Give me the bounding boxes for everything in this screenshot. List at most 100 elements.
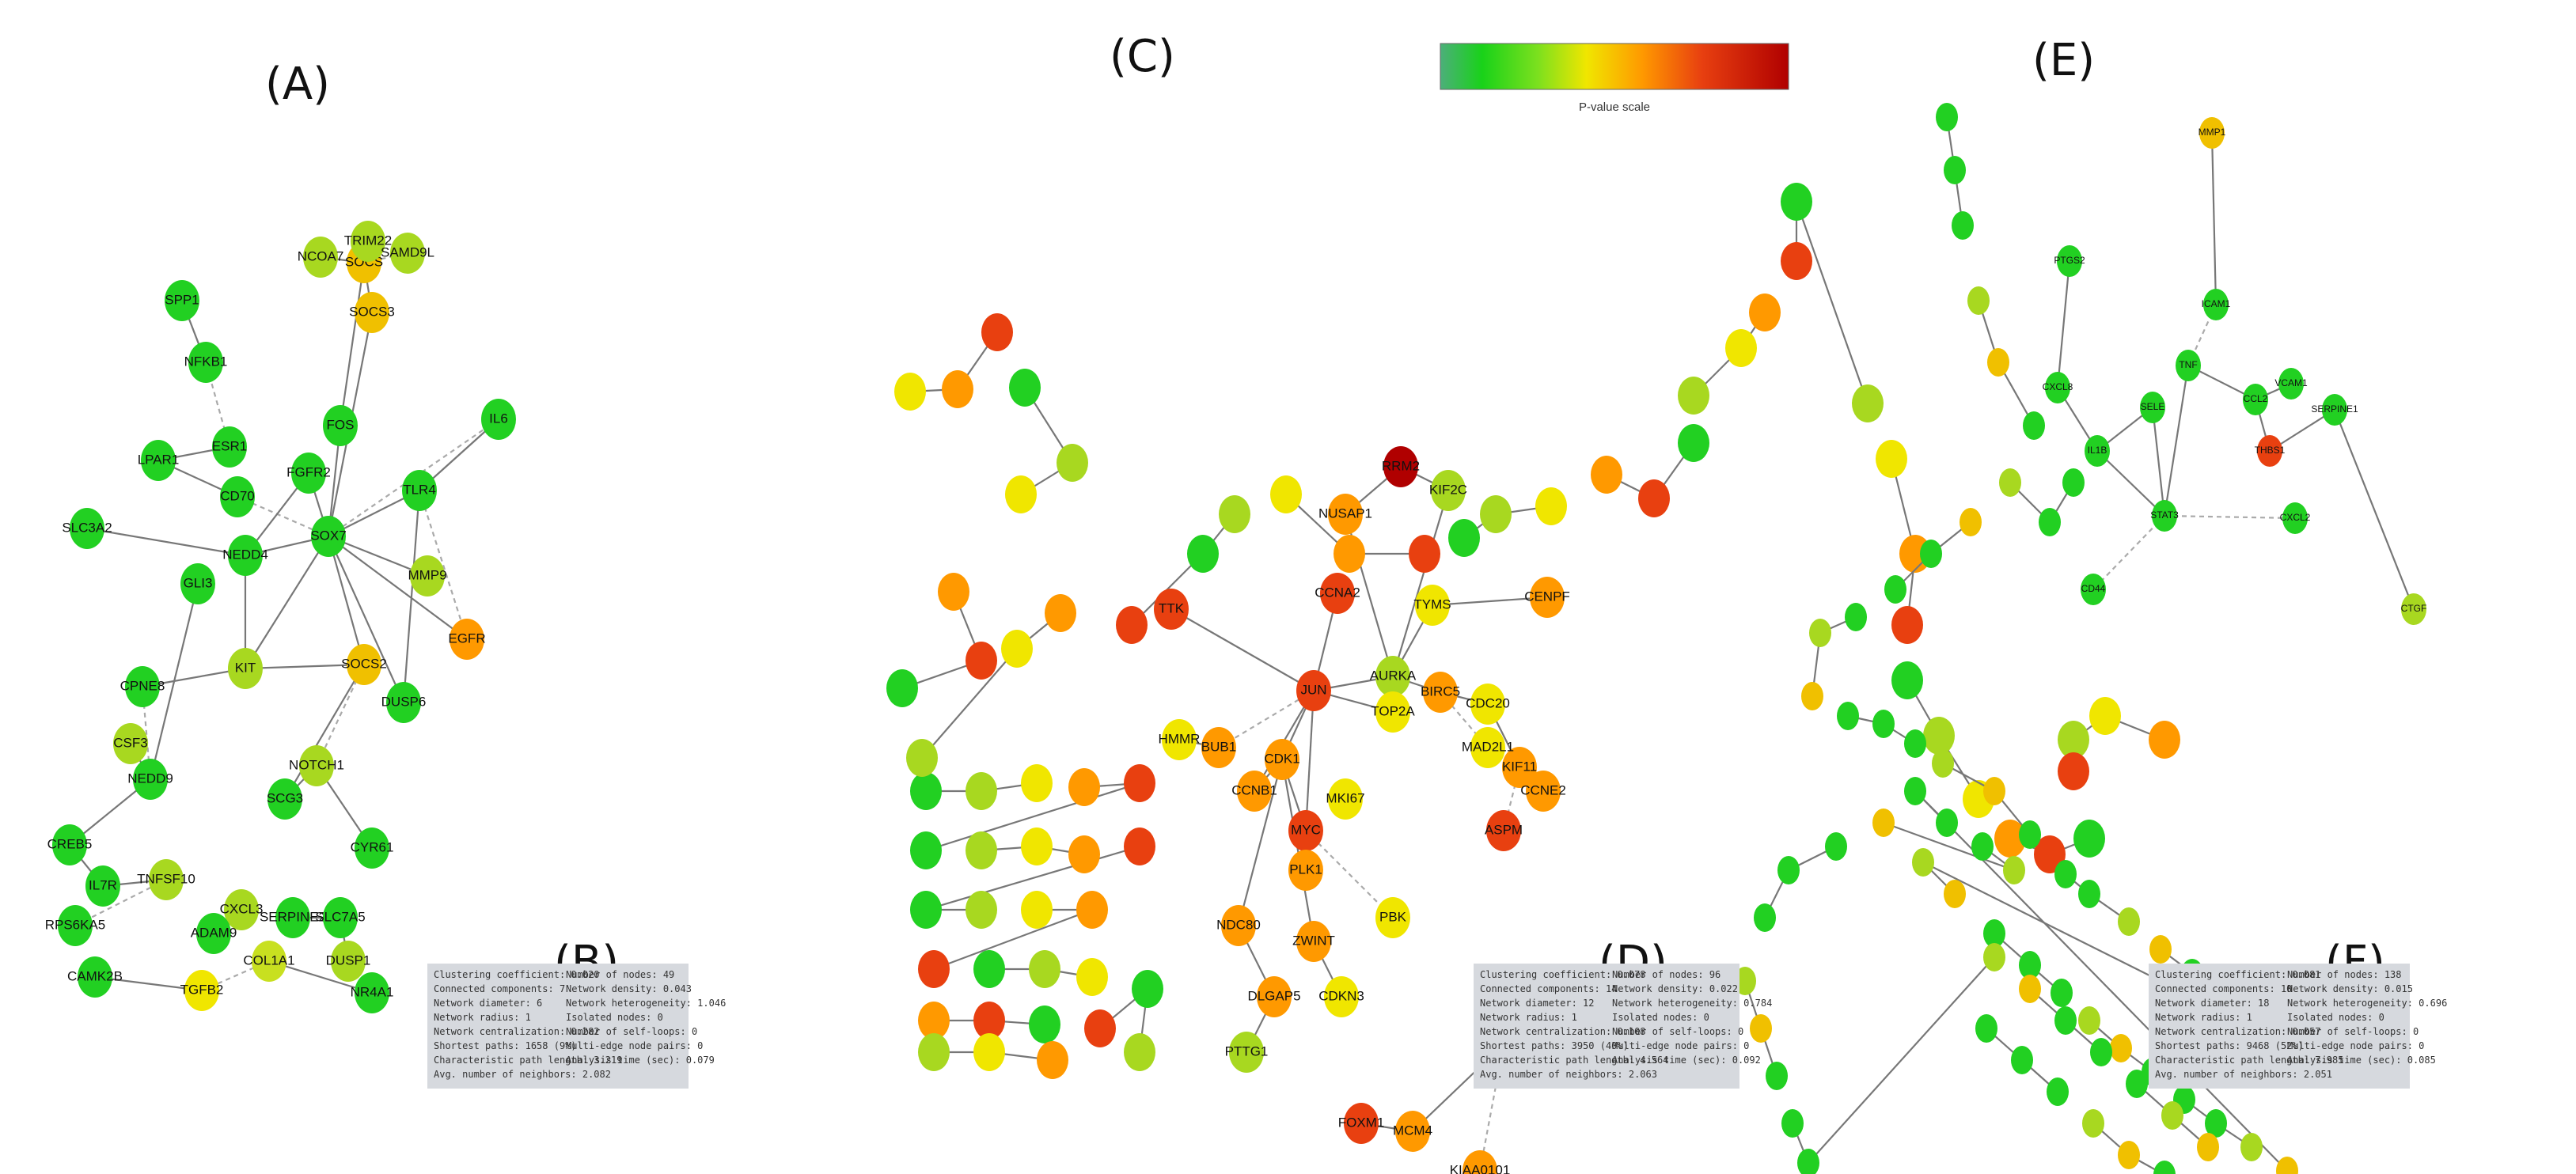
stat-line: Network centralization: 0.108 (1480, 1026, 1646, 1037)
gene-node-cxcl8: CXCL8 (2043, 372, 2073, 403)
gene-node-shape (2054, 860, 2077, 888)
gene-node-label: KIF2C (1429, 482, 1467, 497)
gene-node-shape (966, 891, 997, 929)
gene-node-shape (1975, 1014, 1997, 1043)
gene-node-label: TNFSF10 (137, 871, 195, 886)
gene-node-shape (347, 644, 381, 685)
network-e-node (2149, 935, 2172, 964)
gene-node-shape (1470, 727, 1505, 768)
network-e-node (2153, 1161, 2176, 1174)
gene-node-label: PLK1 (1289, 862, 1322, 877)
gene-node-rps6ka5: RPS6KA5 (45, 905, 105, 946)
gene-node-shape (1825, 832, 1847, 861)
gene-node-shape (1001, 630, 1033, 668)
network-a: SOX7NEDD4FGFR2KITFOSCD70SOCS2SOCSEGFRMMP… (45, 221, 516, 1013)
stat-line: Isolated nodes: 0 (2287, 1012, 2384, 1023)
network-c-node (1124, 764, 1155, 802)
gene-node-label: HMMR (1159, 731, 1201, 746)
gene-node-shape (125, 666, 160, 707)
gene-node-shape (1463, 1150, 1497, 1174)
gene-node-shape (1383, 446, 1418, 487)
gene-node-label: CXCL8 (2043, 381, 2073, 392)
network-e-node (2039, 508, 2061, 536)
gene-node-shape (291, 453, 326, 494)
gene-node-shape (2240, 1133, 2263, 1161)
gene-node-shape (1944, 156, 1966, 184)
gene-node-label: CYR61 (351, 839, 394, 854)
network-e-node (1952, 211, 1974, 240)
gene-node-il7r: IL7R (85, 865, 120, 907)
gene-node-shape (1057, 444, 1088, 482)
gene-node-shape (2019, 951, 2041, 979)
gene-node-shape (1257, 976, 1292, 1017)
network-e-node (2003, 856, 2025, 884)
gene-node-shape (1749, 294, 1781, 331)
network-c-node (918, 1033, 950, 1071)
network-e-node (2118, 907, 2140, 936)
stat-line: Number of nodes: 138 (2287, 969, 2402, 980)
network-c-node (966, 831, 997, 869)
gene-node-vcam1: VCAM1 (2274, 368, 2308, 400)
network-c-node (973, 1002, 1005, 1040)
gene-node-shape (2051, 979, 2073, 1007)
network-c-node (1132, 970, 1163, 1008)
gene-node-shape (1116, 606, 1148, 644)
stat-line: Network diameter: 6 (434, 998, 542, 1009)
gene-node-shape (1296, 921, 1331, 962)
color-scale-caption: P-value scale (1579, 100, 1650, 114)
network-a-edge (245, 663, 365, 670)
gene-node-shape (58, 905, 93, 946)
network-e-node (1960, 508, 1982, 536)
gene-node-label: TGFB2 (180, 982, 224, 997)
network-a-edge (327, 536, 366, 665)
gene-node-shape (267, 778, 302, 820)
gene-node-label: CD44 (2081, 583, 2106, 594)
gene-node-label: CCL2 (2244, 393, 2268, 404)
gene-node-shape (2078, 880, 2100, 908)
stat-line: Network radius: 1 (2155, 1012, 2252, 1023)
gene-node-shape (2126, 1070, 2148, 1098)
gene-node-shape (323, 897, 358, 938)
network-c-node (966, 772, 997, 810)
network-e-node (1825, 832, 1847, 861)
gene-node-egfr: EGFR (448, 619, 486, 660)
gene-node-shape (1162, 719, 1197, 760)
gene-node-fos: FOS (323, 405, 358, 446)
network-c-node (918, 1002, 950, 1040)
gene-node-nusap1: NUSAP1 (1318, 494, 1372, 535)
network-c-node (1852, 384, 1884, 422)
network-e-edge (1808, 956, 1995, 1164)
network-c-node (1068, 835, 1100, 873)
network-c-node (2034, 835, 2066, 873)
gene-node-shape (390, 233, 425, 274)
gene-node-sox7: SOX7 (310, 516, 347, 557)
gene-node-shape (1068, 768, 1100, 806)
network-c-node (2073, 820, 2105, 858)
network-c-node (942, 370, 973, 408)
gene-node-shape (1872, 710, 1895, 738)
gene-node-shape (1920, 540, 1942, 568)
gene-node-label: PBK (1379, 909, 1407, 924)
gene-node-shape (2110, 1034, 2132, 1062)
stat-line: Clustering coefficient: 0.078 (1480, 969, 1646, 980)
network-c-node (910, 772, 942, 810)
gene-node-ttk: TTK (1154, 589, 1189, 630)
gene-node-shape (2058, 752, 2089, 790)
network-c-node (2089, 697, 2121, 735)
gene-node-shape (1320, 573, 1355, 614)
gene-node-esr1: ESR1 (212, 426, 247, 468)
network-c-edge (925, 782, 1140, 852)
network-e-node (2054, 860, 2077, 888)
gene-node-shape (2197, 1133, 2219, 1161)
stat-line: Multi-edge node pairs: 0 (2287, 1040, 2424, 1051)
gene-node-shape (386, 682, 421, 723)
network-c-node (1001, 630, 1033, 668)
network-e-edge (2210, 132, 2217, 305)
gene-node-shape (1005, 475, 1037, 513)
gene-node-shape (1777, 856, 1800, 884)
gene-node-ndc80: NDC80 (1216, 905, 1261, 946)
network-c-node (1009, 369, 1041, 407)
gene-node-shape (1344, 1103, 1379, 1144)
gene-node-shape (1891, 661, 1923, 699)
